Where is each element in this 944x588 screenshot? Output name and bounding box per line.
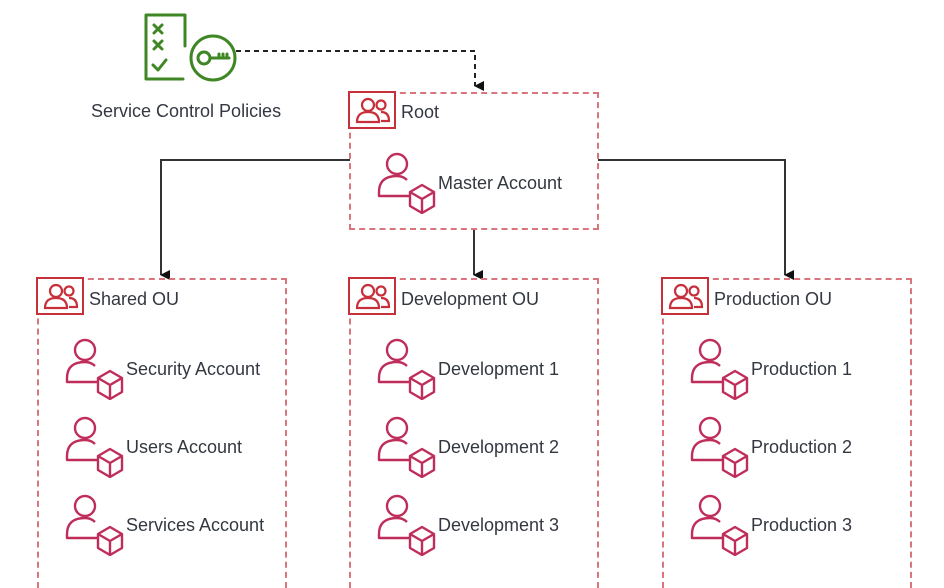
account-label: Services Account	[126, 515, 265, 535]
account-icon	[63, 338, 124, 401]
ou-label: Production OU	[714, 289, 833, 309]
master-account-label: Master Account	[438, 173, 563, 193]
account-box-icon	[65, 494, 124, 557]
account-label: Development 3	[438, 515, 560, 535]
account-label: Production 3	[751, 515, 853, 535]
account-box-icon	[690, 494, 749, 557]
account-icon	[63, 416, 124, 479]
account-label: Users Account	[126, 437, 243, 457]
account-icon	[375, 338, 436, 401]
ou-label: Development OU	[401, 289, 540, 309]
policy-connector	[236, 50, 484, 91]
connector-root-shared	[160, 159, 350, 280]
ou-icon-box	[661, 277, 709, 315]
account-icon	[375, 416, 436, 479]
ou-icon-box	[348, 277, 396, 315]
account-icon	[688, 494, 749, 557]
organization-group-icon	[355, 283, 391, 310]
account-icon	[688, 338, 749, 401]
root-container[interactable]	[349, 92, 599, 230]
ou-icon-box	[36, 277, 84, 315]
account-label: Security Account	[126, 359, 261, 379]
account-box-icon	[65, 416, 124, 479]
account-box-icon	[690, 416, 749, 479]
ou-container[interactable]	[662, 278, 912, 588]
account-box-icon	[690, 338, 749, 401]
account-label: Production 1	[751, 359, 853, 379]
organization-group-icon	[668, 283, 704, 310]
ou-container[interactable]	[37, 278, 287, 588]
account-icon	[63, 494, 124, 557]
master-account-icon	[375, 152, 436, 215]
organization-group-icon	[355, 97, 391, 124]
account-box-icon	[377, 494, 436, 557]
account-icon	[688, 416, 749, 479]
account-box-icon	[377, 416, 436, 479]
account-box-icon	[65, 338, 124, 401]
root-icon-box	[348, 91, 396, 129]
scp-label: Service Control Policies	[91, 101, 282, 121]
connector-root-production	[598, 159, 794, 280]
account-label: Production 2	[751, 437, 853, 457]
ou-container[interactable]	[349, 278, 599, 588]
scp-policy-key-icon	[144, 13, 237, 82]
account-box-icon	[377, 338, 436, 401]
ou-label: Shared OU	[89, 289, 180, 309]
root-label: Root	[401, 102, 440, 122]
account-icon	[375, 494, 436, 557]
organization-group-icon	[43, 283, 79, 310]
account-label: Development 2	[438, 437, 560, 457]
account-label: Development 1	[438, 359, 560, 379]
account-box-icon	[377, 152, 436, 215]
